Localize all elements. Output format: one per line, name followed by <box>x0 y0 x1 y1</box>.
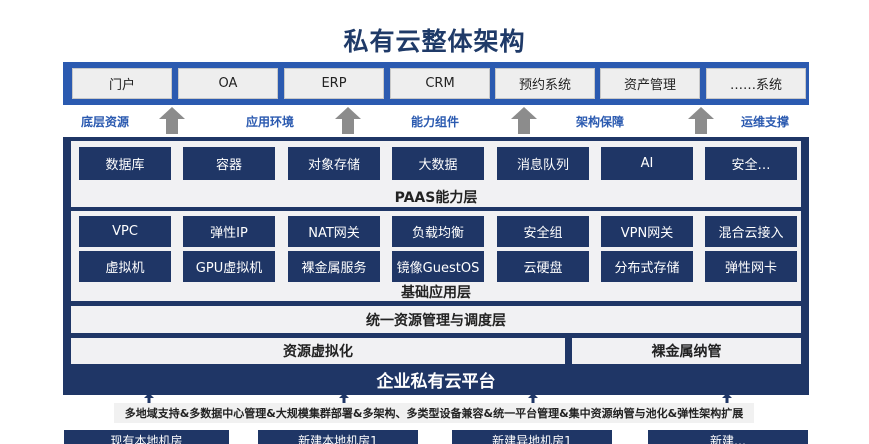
base-app-layer: VPC 弹性IP NAT网关 负载均衡 安全组 VPN网关 混合云接入 虚拟机 … <box>71 211 801 301</box>
small-up-arrow-icon <box>339 393 349 404</box>
base-item-cloud-disk: 云硬盘 <box>497 251 589 282</box>
paas-layer-label: PAAS能力层 <box>394 190 478 206</box>
base-item-bare-metal-service: 裸金属服务 <box>288 251 380 282</box>
resource-virtualization-layer: 资源虚拟化 <box>71 338 565 364</box>
paas-item-ai: AI <box>601 147 693 180</box>
base-item-gpu-vm: GPU虚拟机 <box>183 251 275 282</box>
paas-item-object-storage: 对象存储 <box>288 147 380 180</box>
app-other-systems: ……系统 <box>706 68 806 99</box>
paas-item-database: 数据库 <box>79 147 171 180</box>
page-title: 私有云整体架构 <box>343 27 526 56</box>
bare-metal-management-layer: 裸金属纳管 <box>572 338 801 364</box>
up-arrow-icon <box>159 107 185 134</box>
base-item-vpc: VPC <box>79 216 171 247</box>
app-booking-system: 预约系统 <box>495 68 595 99</box>
datacenter-existing-local: 现有本地机房 <box>64 430 229 444</box>
connector-label-architecture-assurance: 架构保障 <box>576 115 625 129</box>
base-item-security-group: 安全组 <box>497 216 589 247</box>
datacenter-new-local-1: 新建本地机房1 <box>258 430 418 444</box>
base-item-vpn-gateway: VPN网关 <box>601 216 693 247</box>
paas-item-container: 容器 <box>183 147 275 180</box>
base-app-layer-label: 基础应用层 <box>401 285 471 301</box>
app-oa: OA <box>178 68 278 99</box>
up-arrow-icon <box>335 107 361 134</box>
paas-item-big-data: 大数据 <box>392 147 484 180</box>
base-item-load-balancer: 负载均衡 <box>392 216 484 247</box>
base-item-elastic-nic: 弹性网卡 <box>705 251 797 282</box>
small-up-arrow-icon <box>144 393 154 404</box>
platform-features-strip: 多地域支持&多数据中心管理&大规模集群部署&多架构、多类型设备兼容&统一平台管理… <box>114 403 754 423</box>
connector-label-underlying-resources: 底层资源 <box>81 115 130 129</box>
private-cloud-stack: 数据库 容器 对象存储 大数据 消息队列 AI 安全… PAAS能力层 VPC … <box>63 137 809 395</box>
app-crm: CRM <box>390 68 490 99</box>
base-item-distributed-storage: 分布式存储 <box>601 251 693 282</box>
base-item-hybrid-cloud-access: 混合云接入 <box>705 216 797 247</box>
enterprise-private-cloud-platform-label: 企业私有云平台 <box>376 371 496 392</box>
up-arrow-icon <box>688 107 714 134</box>
paas-item-message-queue: 消息队列 <box>497 147 589 180</box>
connector-label-app-environment: 应用环境 <box>246 115 295 129</box>
connector-label-capability-components: 能力组件 <box>411 115 460 129</box>
connector-label-ops-support: 运维支撑 <box>741 115 790 129</box>
application-systems-bar: 门户 OA ERP CRM 预约系统 资产管理 ……系统 <box>63 62 809 105</box>
app-asset-management: 资产管理 <box>600 68 700 99</box>
paas-layer: 数据库 容器 对象存储 大数据 消息队列 AI 安全… PAAS能力层 <box>71 141 801 207</box>
small-up-arrow-icon <box>528 393 538 404</box>
up-arrow-icon <box>511 107 537 134</box>
datacenter-new-remote-1: 新建异地机房1 <box>452 430 612 444</box>
paas-item-security: 安全… <box>705 147 797 180</box>
base-item-image-guestos: 镜像GuestOS <box>392 251 484 282</box>
unified-resource-management-layer: 统一资源管理与调度层 <box>71 306 801 333</box>
base-item-elastic-ip: 弹性IP <box>183 216 275 247</box>
app-portal: 门户 <box>72 68 172 99</box>
datacenter-new-more: 新建… <box>648 430 808 444</box>
app-erp: ERP <box>284 68 384 99</box>
small-up-arrow-icon <box>722 393 732 404</box>
base-item-nat-gateway: NAT网关 <box>288 216 380 247</box>
base-item-virtual-machine: 虚拟机 <box>79 251 171 282</box>
